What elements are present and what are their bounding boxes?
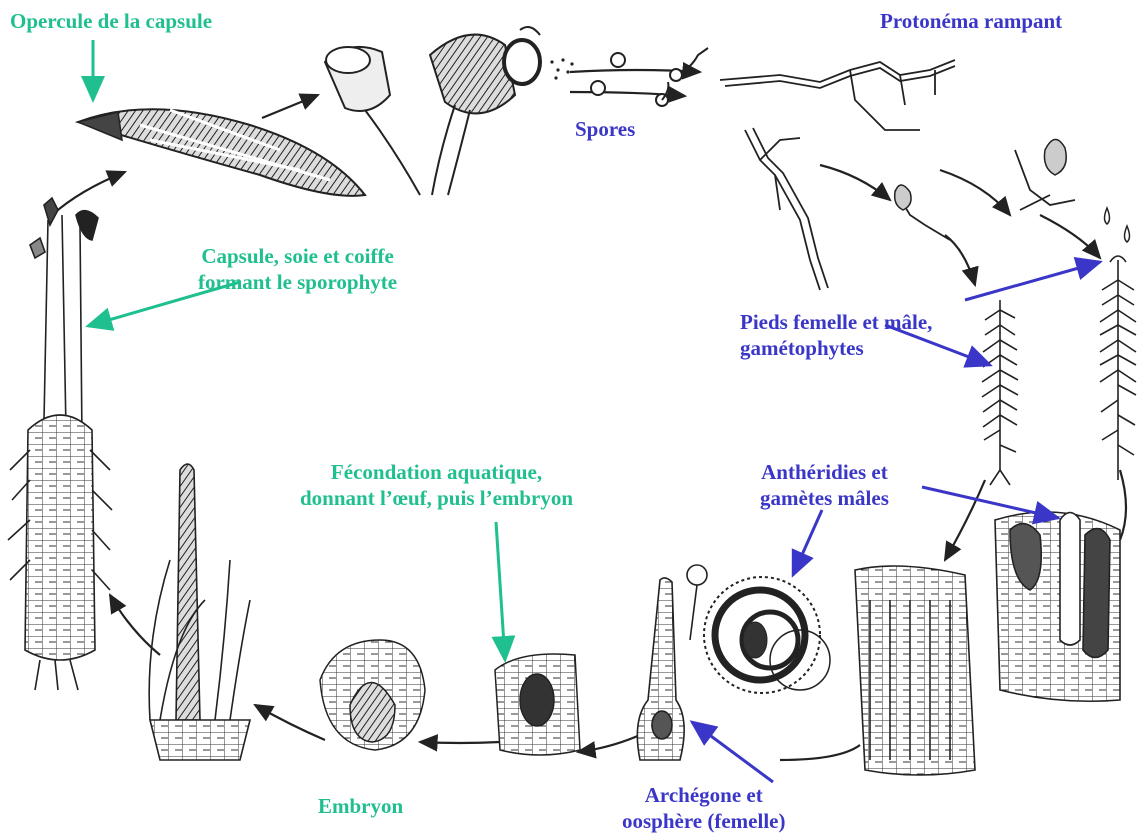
open-capsules-illustration xyxy=(325,27,540,195)
label-pieds-line2: gamétophytes xyxy=(740,335,932,361)
fecondation-illustration xyxy=(495,654,580,755)
label-archegone-line2: oosphère (femelle) xyxy=(622,808,785,834)
label-fecondation-line2: donnant l’œuf, puis l’embryon xyxy=(300,485,573,511)
arrow-embryon-to-young-sporophyte xyxy=(255,705,325,740)
arrow-right-side xyxy=(1120,470,1126,540)
arrow-protonema-right xyxy=(940,170,1010,215)
arrow-pieds-male xyxy=(965,262,1100,300)
embryon-illustration xyxy=(320,640,425,750)
arrow-fecondation-to-embryon xyxy=(420,742,500,743)
water-drops xyxy=(1105,208,1130,242)
label-archegone: Archégone et oosphère (femelle) xyxy=(622,782,785,834)
capsule-illustration xyxy=(78,109,365,196)
label-capsule-sporophyte: Capsule, soie et coiffe formant le sporo… xyxy=(198,243,397,295)
spore-dots xyxy=(550,58,573,79)
mature-sporophyte-illustration xyxy=(8,198,112,690)
arrow-archegone-to-fecondation xyxy=(578,735,640,752)
label-pieds-line1: Pieds femelle et mâle, xyxy=(740,309,932,335)
label-antheridies-line2: gamètes mâles xyxy=(760,485,889,511)
label-spores: Spores xyxy=(575,116,635,142)
archegonium-illustration xyxy=(637,565,707,760)
arrow-archegone xyxy=(692,722,773,782)
arrow-capsule-to-opening xyxy=(262,95,318,118)
spores-germinating xyxy=(591,48,708,106)
arrow-to-female-plant xyxy=(945,235,975,285)
arrow-antheridies-sperm xyxy=(793,510,822,575)
arrow-fecondation xyxy=(496,522,505,660)
protonema-illustration xyxy=(720,60,1075,290)
arrow-protonema-mid xyxy=(820,165,890,200)
label-fecondation: Fécondation aquatique, donnant l’œuf, pu… xyxy=(300,459,573,511)
antheridia-panel xyxy=(855,512,1120,775)
label-opercule: Opercule de la capsule xyxy=(10,8,212,34)
arrow-left-up xyxy=(52,172,125,215)
arrow-to-male-plant xyxy=(1040,215,1100,258)
label-capsule-line2: formant le sporophyte xyxy=(198,269,397,295)
arrow-plant-to-antheridia xyxy=(945,480,985,560)
arrow-antheridies-panel xyxy=(922,487,1058,518)
label-capsule-line1: Capsule, soie et coiffe xyxy=(198,243,397,269)
sperm-magnified xyxy=(704,577,830,693)
label-archegone-line1: Archégone et xyxy=(622,782,785,808)
label-antheridies-line1: Anthéridies et xyxy=(760,459,889,485)
arrow-bottom-right xyxy=(780,745,860,760)
label-fecondation-line1: Fécondation aquatique, xyxy=(300,459,573,485)
young-sporophyte-illustration xyxy=(149,464,250,760)
label-pieds-gametophytes: Pieds femelle et mâle, gamétophytes xyxy=(740,309,932,361)
label-embryon: Embryon xyxy=(318,793,403,819)
gametophyte-plants xyxy=(982,256,1136,485)
label-protonema: Protonéma rampant xyxy=(880,8,1062,34)
label-antheridies: Anthéridies et gamètes mâles xyxy=(760,459,889,511)
